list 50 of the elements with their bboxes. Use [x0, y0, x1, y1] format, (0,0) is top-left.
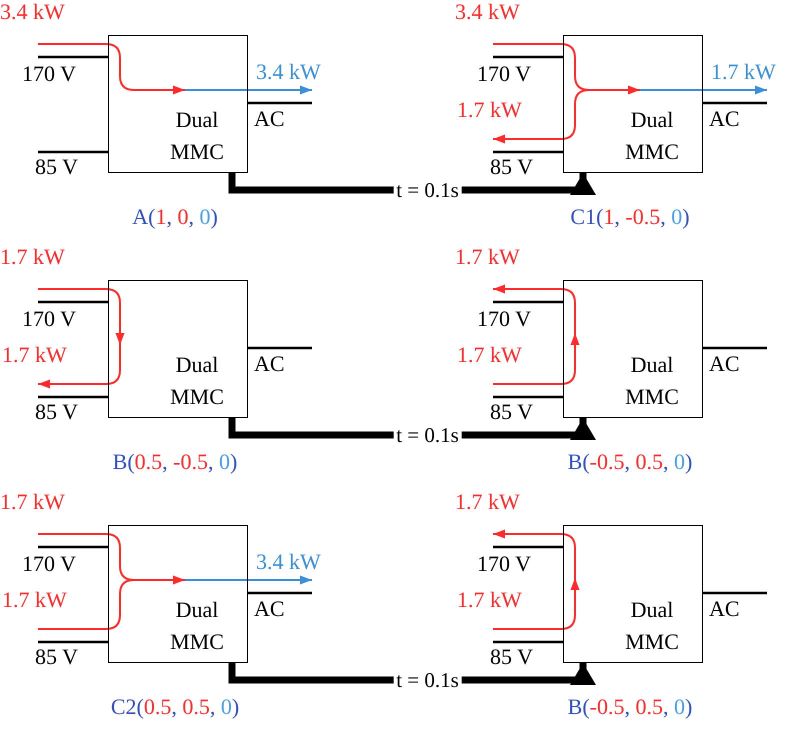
- voltage-label: 170 V: [22, 552, 76, 576]
- state-caption: A(1, 0, 0): [132, 205, 218, 229]
- power-label: 1.7 kW: [2, 588, 67, 612]
- power-label: 3.4 kW: [455, 0, 520, 24]
- box-label: Dual MMC: [169, 596, 225, 656]
- voltage-label: 85 V: [35, 645, 78, 669]
- box-label: Dual MMC: [624, 596, 680, 656]
- power-label: 3.4 kW: [256, 60, 321, 84]
- voltage-label: 85 V: [35, 400, 78, 424]
- converter-box: [108, 525, 248, 663]
- power-label: 1.7 kW: [2, 343, 67, 367]
- voltage-label: 85 V: [35, 155, 78, 179]
- box-label: Dual MMC: [624, 106, 680, 166]
- voltage-label: 170 V: [477, 62, 531, 86]
- power-label: 1.7 kW: [457, 98, 522, 122]
- terminal-label: AC: [709, 107, 740, 131]
- terminal-label: AC: [709, 597, 740, 621]
- power-label: 1.7 kW: [457, 588, 522, 612]
- box-label: Dual MMC: [169, 351, 225, 411]
- box-label: Dual MMC: [624, 351, 680, 411]
- converter-box: [563, 280, 703, 418]
- power-label: 1.7 kW: [457, 343, 522, 367]
- converter-box: [563, 35, 703, 173]
- voltage-label: 170 V: [22, 62, 76, 86]
- box-label: Dual MMC: [169, 106, 225, 166]
- voltage-label: 170 V: [477, 552, 531, 576]
- state-caption: B(-0.5, 0.5, 0): [568, 695, 692, 719]
- power-label: 1.7 kW: [0, 245, 65, 269]
- power-label: 1.7 kW: [0, 490, 65, 514]
- terminal-label: AC: [254, 107, 285, 131]
- power-label: 3.4 kW: [0, 0, 65, 24]
- converter-box: [108, 280, 248, 418]
- voltage-label: 85 V: [490, 645, 533, 669]
- power-label: 1.7 kW: [455, 245, 520, 269]
- power-label: 3.4 kW: [256, 550, 321, 574]
- power-label: 1.7 kW: [711, 60, 776, 84]
- state-caption: B(-0.5, 0.5, 0): [568, 450, 692, 474]
- power-label: 1.7 kW: [455, 490, 520, 514]
- voltage-label: 85 V: [490, 155, 533, 179]
- state-caption: C2(0.5, 0.5, 0): [110, 695, 240, 719]
- terminal-label: AC: [709, 352, 740, 376]
- converter-box: [563, 525, 703, 663]
- voltage-label: 85 V: [490, 400, 533, 424]
- state-caption: C1(1, -0.5, 0): [570, 205, 690, 229]
- voltage-label: 170 V: [477, 307, 531, 331]
- converter-box: [108, 35, 248, 173]
- terminal-label: AC: [254, 597, 285, 621]
- terminal-label: AC: [254, 352, 285, 376]
- state-caption: B(0.5, -0.5, 0): [112, 450, 238, 474]
- voltage-label: 170 V: [22, 307, 76, 331]
